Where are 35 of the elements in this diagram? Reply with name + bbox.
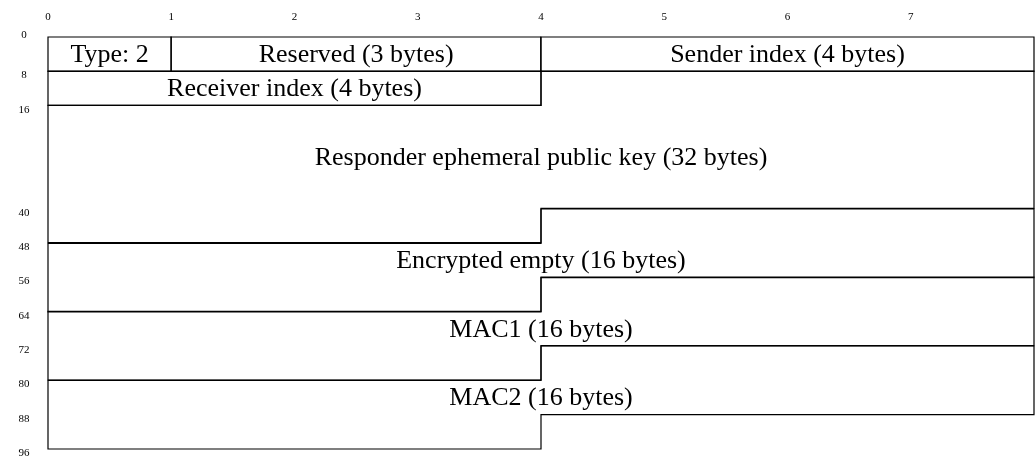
row-offset-label: 88 bbox=[18, 412, 30, 424]
row-offset-label: 80 bbox=[18, 377, 30, 389]
row-offset-label: 48 bbox=[18, 240, 30, 252]
row-offset-label: 0 bbox=[21, 28, 27, 40]
byte-offset-label: 0 bbox=[45, 10, 51, 22]
packet-field bbox=[171, 37, 541, 72]
field-label: MAC2 (16 bytes) bbox=[449, 384, 633, 411]
field-label: Sender index (4 bytes) bbox=[670, 41, 905, 68]
field-label: Type: 2 bbox=[70, 41, 149, 68]
row-offset-label: 64 bbox=[18, 309, 30, 321]
packet-field bbox=[48, 71, 1034, 243]
row-offset-label: 40 bbox=[18, 206, 30, 218]
field-label: Encrypted empty (16 bytes) bbox=[396, 247, 686, 274]
packet-field bbox=[48, 277, 1034, 381]
row-offset-label: 8 bbox=[21, 68, 27, 80]
byte-offset-label: 7 bbox=[908, 10, 914, 22]
packet-field bbox=[48, 37, 172, 72]
byte-offset-label: 3 bbox=[415, 10, 421, 22]
byte-offset-label: 5 bbox=[661, 10, 667, 22]
packet-field bbox=[48, 71, 541, 106]
row-offset-label: 56 bbox=[18, 274, 30, 286]
byte-offset-label: 2 bbox=[291, 10, 298, 22]
packet-field bbox=[48, 208, 1034, 312]
row-offset-label: 96 bbox=[18, 446, 30, 458]
field-label: Receiver index (4 bytes) bbox=[167, 75, 422, 102]
byte-offset-label: 4 bbox=[538, 10, 544, 22]
byte-offset-label: 1 bbox=[168, 10, 174, 22]
packet-field bbox=[541, 37, 1034, 72]
field-label: Reserved (3 bytes) bbox=[258, 41, 454, 68]
byte-offset-label: 6 bbox=[784, 10, 791, 22]
field-label: Responder ephemeral public key (32 bytes) bbox=[314, 144, 768, 171]
row-offset-label: 16 bbox=[18, 103, 30, 115]
field-label: MAC1 (16 bytes) bbox=[449, 315, 633, 342]
row-offset-label: 72 bbox=[18, 343, 30, 355]
packet-field bbox=[48, 345, 1034, 449]
